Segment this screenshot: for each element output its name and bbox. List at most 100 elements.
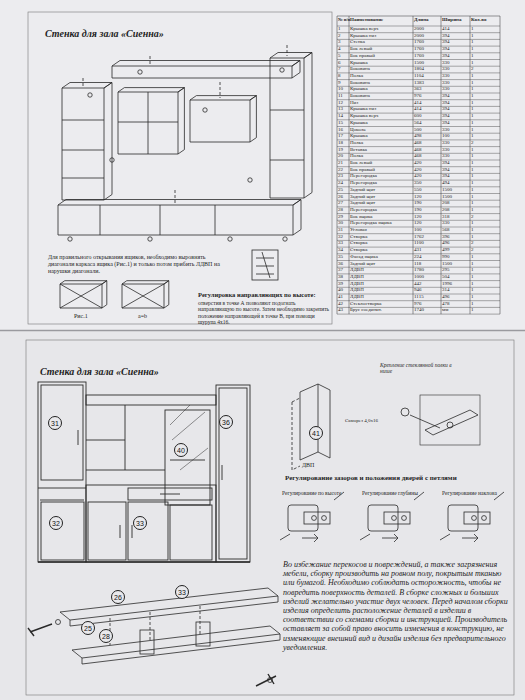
table-cell: 12 [338, 100, 348, 107]
table-cell: Низ [350, 100, 412, 107]
callout-circle: 31 [48, 416, 62, 430]
table-cell: 414 [442, 26, 469, 33]
table-cell: 330 [442, 140, 469, 147]
panel-line [122, 284, 164, 308]
table-cell: 18 [338, 140, 348, 147]
table-cell: 1 [471, 167, 499, 174]
table-cell: 120 [414, 194, 440, 201]
table-cell: 120 [414, 220, 440, 227]
hinge-cup [288, 505, 318, 531]
callout-number: 36 [222, 419, 230, 426]
table-cell: 330 [442, 86, 469, 93]
table-cell: 21 [338, 160, 348, 167]
callout-circle: 25 [81, 621, 95, 635]
table-cell: 496 [442, 240, 469, 247]
table-cell: 28 [338, 207, 348, 214]
panel-box [58, 200, 301, 236]
fitting-dot [110, 158, 114, 162]
table-cell: 35 [338, 254, 348, 261]
table-cell: Кол-во [471, 17, 499, 24]
table-cell: Крышка [350, 60, 412, 67]
table-cell: Крышка [350, 120, 412, 127]
table-cell: Задний щит [350, 194, 412, 201]
table-cell: Бок правый [350, 167, 412, 174]
callout-number: 33 [136, 520, 144, 527]
table-cell: 498 [414, 133, 440, 140]
table-cell: 27 [338, 200, 348, 207]
table-cell: 34 [338, 247, 348, 254]
callout-number: 32 [52, 520, 60, 527]
table-cell: 208 [442, 207, 469, 214]
panel-line [62, 120, 104, 121]
callout-circle: 40 [174, 443, 188, 457]
sheet-title: Стенка для зала «Сиенна» [45, 28, 164, 40]
table-cell: 1 [471, 106, 499, 113]
note-text: Для правильного открывания ящиков, необх… [48, 254, 233, 275]
table-cell: 1000 [414, 274, 440, 281]
table-cell: 33 [338, 240, 348, 247]
panel-line [287, 45, 288, 56]
table-cell: 36 [338, 261, 348, 268]
fitting-dot [148, 237, 152, 241]
callout-number: 28 [102, 633, 110, 640]
table-cell: 224 [414, 254, 440, 261]
table-cell: 2 [471, 247, 499, 254]
table-cell: 118 [414, 261, 440, 268]
table-cell: Брус соединит. [350, 307, 412, 314]
table-cell: 394 [442, 33, 469, 40]
table-cell: Перегородка ящика [350, 220, 412, 227]
detail-drawings [280, 384, 504, 542]
note-text: Во избежание перекосов и повреждений, а … [283, 560, 509, 652]
table-cell: 499 [442, 247, 469, 254]
table-cell: 600 [414, 113, 440, 120]
table-cell: 2 [471, 66, 499, 73]
note-text: Регулирование зазоров и положения дверей… [285, 474, 510, 482]
table-cell: Боковина [350, 80, 412, 87]
fitting-dot [68, 237, 72, 241]
table-cell: 414 [414, 100, 440, 107]
table-cell: 208 [442, 200, 469, 207]
table-cell: Задний щит [350, 187, 412, 194]
table-cell: 1 [471, 100, 499, 107]
table-cell: 5 [338, 53, 348, 60]
table-cell: 1 [471, 86, 499, 93]
table-cell: 1762 [414, 234, 440, 241]
table-cell: 1 [471, 227, 499, 234]
table-cell: ЛДВП [350, 281, 412, 288]
callout-circle: 26 [111, 590, 125, 604]
table-cell: 1780 [414, 267, 440, 274]
panel-line [62, 178, 104, 179]
table-cell: Бок правый [350, 53, 412, 60]
fitting-dot [248, 178, 252, 182]
table-cell: Перегородка [350, 180, 412, 187]
table-cell: 431 [414, 247, 440, 254]
panel-box [122, 281, 169, 308]
table-cell: 330 [442, 60, 469, 67]
table-cell: 1 [471, 93, 499, 100]
table-cell: 976 [414, 93, 440, 100]
panel-line [220, 82, 221, 98]
hinge-arm [384, 512, 410, 524]
panel-line [175, 190, 176, 203]
table-cell: Полка [350, 140, 412, 147]
table-cell: 1115 [414, 294, 440, 301]
table-cell: 14 [338, 113, 348, 120]
note-text: Рис.1 [74, 313, 88, 320]
hinge-screw [322, 516, 327, 521]
table-cell: 37 [338, 267, 348, 274]
note-text: Регулировка направляющих по высоте: [198, 291, 330, 298]
table-cell: 420 [414, 160, 440, 167]
table-cell: 1 [471, 133, 499, 140]
hinge-cup [368, 505, 398, 531]
table-cell: 564 [414, 120, 440, 127]
guide-rail [252, 250, 278, 280]
table-cell: 420 [414, 173, 440, 180]
table-cell: 43 [338, 307, 348, 314]
table-cell: 1 [471, 160, 499, 167]
table-cell: Угловая [350, 227, 412, 234]
table-cell: Створка [350, 247, 412, 254]
table-rule [349, 16, 350, 314]
table-cell: 2 [471, 214, 499, 221]
table-cell: 314 [442, 287, 469, 294]
